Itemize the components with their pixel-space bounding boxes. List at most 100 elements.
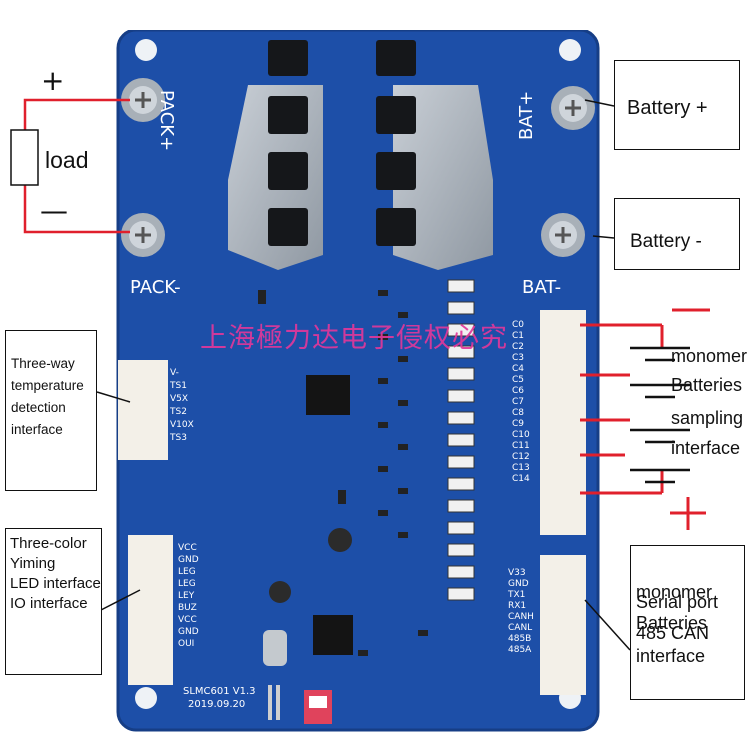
terminal-pack-minus	[121, 213, 165, 257]
pin-label: TS3	[170, 433, 187, 443]
callout-line: Three-way	[11, 356, 75, 371]
callout-line: Batteries	[636, 613, 708, 633]
pin-label: V-	[170, 368, 179, 378]
serial-callout: monomer Serial port Batteries 485 CAN in…	[630, 545, 745, 700]
mcu-chip	[313, 615, 353, 655]
callout-line: sampling	[671, 408, 744, 428]
callout-line: temperature	[11, 378, 84, 393]
load-plus-sign: +	[41, 64, 65, 97]
callout-line: IO interface	[10, 595, 88, 612]
callout-line: Yiming	[10, 555, 56, 572]
led-callout: Three-color Yiming LED interface IO inte…	[5, 528, 102, 675]
sampling-connector	[540, 310, 586, 535]
arrow-battery-minus	[592, 235, 615, 239]
pin-label: TX1	[508, 590, 526, 600]
afe-chip	[306, 375, 350, 415]
pin-label: C5	[512, 375, 525, 385]
load-wire	[23, 98, 130, 234]
electrolytic-capacitor	[269, 581, 291, 603]
arrow-serial	[584, 599, 631, 651]
pin-label: C0	[512, 320, 525, 330]
mount-hole	[135, 39, 157, 61]
callout-line: Batteries	[671, 375, 743, 395]
mount-hole	[135, 687, 157, 709]
load-resistor	[10, 129, 39, 186]
pin-label: CANH	[508, 612, 534, 622]
pin-label: LEY	[178, 591, 195, 601]
busbar-right	[393, 85, 493, 270]
comm-connector	[540, 555, 586, 695]
callout-line: interface	[636, 646, 706, 666]
pin-label: CANL	[508, 623, 533, 633]
pin-label: OUI	[178, 639, 195, 649]
battery-minus-callout: Battery -	[614, 198, 740, 270]
pin-label: C14	[512, 474, 530, 484]
cell-sampling-wires	[580, 323, 664, 495]
pin-label: 485A	[508, 645, 532, 655]
battery-plus-text: Battery +	[627, 97, 708, 119]
led-connector	[128, 535, 173, 685]
balance-resistors	[447, 279, 475, 601]
callout-line: monomer	[671, 346, 748, 366]
callout-line: 485 CAN	[636, 623, 710, 643]
pin-label: V33	[508, 568, 526, 578]
bat-minus-label: BAT-	[522, 277, 562, 298]
mosfet-array	[268, 40, 416, 246]
pin-label: BUZ	[178, 603, 197, 613]
pin-label: VCC	[178, 543, 197, 553]
crystal	[263, 630, 287, 666]
pin-label: C9	[512, 419, 525, 429]
serial-overlay-text: Serial port	[636, 592, 719, 612]
arrow-temperature	[96, 391, 131, 403]
pin-label: LEG	[178, 567, 196, 577]
terminal-pack-plus	[121, 78, 165, 122]
model-label: SLMC601 V1.3	[183, 686, 256, 697]
mount-hole	[559, 39, 581, 61]
callout-line: interface	[671, 438, 741, 458]
sampling-plus-symbol	[670, 497, 706, 530]
battery-cells-symbol	[630, 346, 690, 484]
temperature-callout: Three-way temperature detection interfac…	[5, 330, 97, 491]
pin-label: V10X	[170, 420, 194, 430]
smd-components	[258, 290, 428, 656]
pin-label: C2	[512, 342, 525, 352]
pin-label: C10	[512, 430, 530, 440]
pin-label: TS1	[170, 381, 187, 391]
pin-label: GND	[178, 555, 199, 565]
pin-label: VCC	[178, 615, 197, 625]
callout-line: monomer	[636, 582, 713, 602]
pin-label: C4	[512, 364, 525, 374]
load-minus-sign: —	[40, 194, 68, 227]
pin-label: V5X	[170, 394, 189, 404]
arrow-battery-plus	[584, 99, 615, 107]
temp-connector	[118, 360, 168, 460]
pin-label: LEG	[178, 579, 196, 589]
electrolytic-capacitor	[328, 528, 352, 552]
terminal-bat-plus	[551, 86, 595, 130]
pin-label: C8	[512, 408, 525, 418]
callout-line: interface	[11, 422, 63, 437]
load-label: load	[45, 147, 89, 173]
pin-label: C6	[512, 386, 525, 396]
pin-label: GND	[178, 627, 199, 637]
battery-plus-callout: Battery +	[614, 60, 740, 150]
callout-line: detection	[11, 400, 66, 415]
watermark-text: 上海極力达电子侵权必究	[200, 323, 508, 354]
pin-label: GND	[508, 579, 529, 589]
arrow-led	[100, 589, 141, 611]
callout-line: Three-color	[10, 535, 87, 552]
pin-label: RX1	[508, 601, 527, 611]
pin-label: C7	[512, 397, 525, 407]
battery-minus-text: Battery -	[630, 231, 702, 252]
pin-label: 485B	[508, 634, 532, 644]
terminal-bat-minus	[541, 213, 585, 257]
pin-label: C1	[512, 331, 525, 341]
pin-label: C12	[512, 452, 530, 462]
pin-label: C13	[512, 463, 530, 473]
pin-label: C3	[512, 353, 525, 363]
callout-line: LED interface	[10, 575, 101, 592]
date-label: 2019.09.20	[188, 699, 246, 710]
pack-minus-label: PACK-	[130, 277, 181, 298]
pin-label: TS2	[170, 407, 187, 417]
